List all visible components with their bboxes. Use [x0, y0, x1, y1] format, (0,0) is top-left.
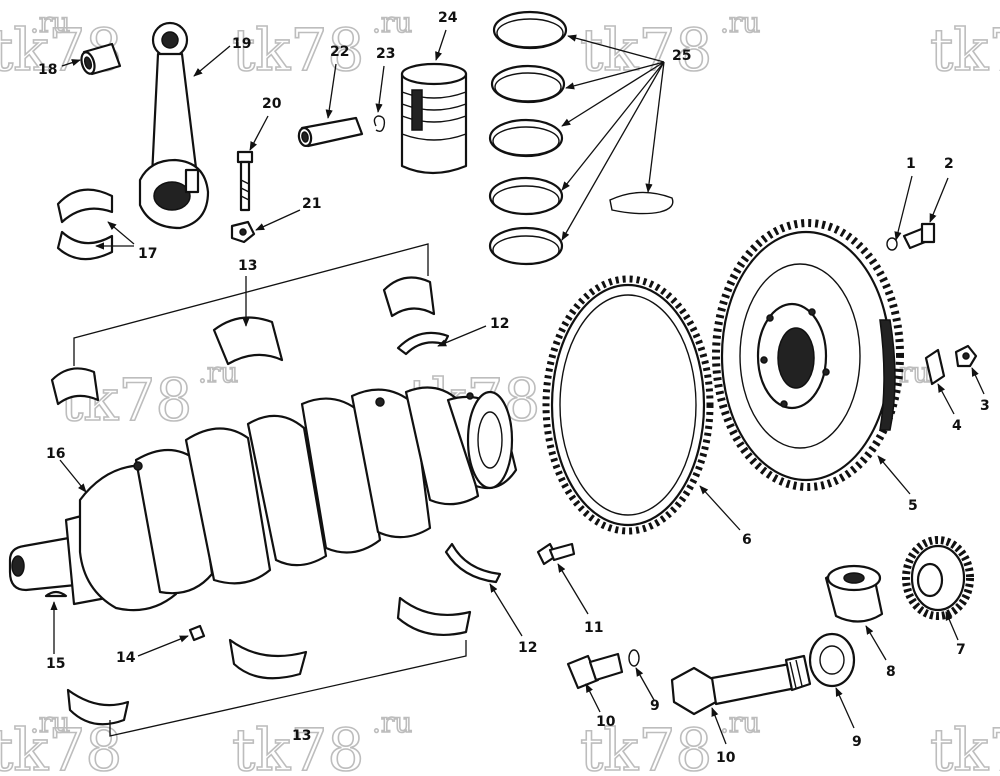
piston-pin-22: [297, 116, 364, 148]
callout-4: 4: [952, 418, 962, 434]
callout-labels: 1 2 3 4 5 6 7 8 9 9 10 10 11 12 12 13 13…: [38, 10, 990, 766]
rod-nut-21: [230, 220, 256, 244]
callout-22: 22: [330, 44, 349, 60]
watermark-text: tk78: [232, 716, 364, 776]
washer-9: [808, 632, 856, 688]
bolt-11: [536, 542, 576, 566]
callout-9: 9: [852, 734, 862, 750]
rod-bearing-17: [56, 188, 114, 261]
callout-23: 23: [376, 46, 395, 62]
callout-16: 16: [46, 446, 65, 462]
thrust-washer-12: [444, 542, 502, 584]
callout-7: 7: [956, 642, 966, 658]
bearing-group-lines: [73, 243, 467, 737]
crankshaft-gear-7: [902, 536, 974, 620]
callout-15: 15: [46, 656, 65, 672]
callout-5: 5: [908, 498, 918, 514]
callout-17: 17: [138, 246, 157, 262]
callout-24: 24: [438, 10, 458, 26]
washer-1: [886, 237, 898, 251]
watermark-suffix: .ru: [372, 6, 412, 39]
snap-ring-23: [373, 115, 386, 133]
nut-3: [954, 344, 978, 368]
bushing-18: [80, 42, 122, 76]
watermark-suffix: .ru: [372, 706, 412, 739]
flywheel-bolt-2: [902, 222, 936, 250]
callout-10: 10: [596, 714, 616, 730]
callout-13: 13: [238, 258, 257, 274]
connecting-rod-19: [138, 21, 210, 230]
crank-pulley-bolt-10: [670, 654, 812, 716]
callout-21: 21: [302, 196, 321, 212]
callout-11: 11: [584, 620, 603, 636]
watermark-suffix: .ru: [30, 706, 70, 739]
thrust-washer-12: [396, 331, 450, 356]
main-bearing-lower-13: [66, 596, 472, 726]
callout-9: 9: [650, 698, 660, 714]
callout-10: 10: [716, 750, 736, 766]
watermark-text: tk78: [930, 16, 1000, 84]
callout-20: 20: [262, 96, 282, 112]
ring-gear-6: [542, 275, 714, 535]
callout-3: 3: [980, 398, 990, 414]
crankshaft-16: [8, 386, 518, 612]
watermark-text: tk78: [580, 716, 712, 776]
bolt-10-small: [566, 652, 624, 690]
rod-bolt-20: [236, 150, 254, 212]
callout-8: 8: [886, 664, 896, 680]
pulley-hub-8: [824, 564, 884, 623]
callout-12: 12: [518, 640, 537, 656]
callout-25: 25: [672, 48, 691, 64]
callout-19: 19: [232, 36, 251, 52]
callout-1: 1: [906, 156, 916, 172]
dowel-pin-14: [188, 624, 206, 642]
callout-6: 6: [742, 532, 752, 548]
watermark-suffix: .ru: [720, 6, 760, 39]
piston-24: [400, 62, 468, 175]
watermark-suffix: .ru: [720, 706, 760, 739]
main-bearing-upper-13: [50, 276, 436, 406]
watermark-suffix: .ru: [30, 6, 70, 39]
callout-18: 18: [38, 62, 57, 78]
flywheel-5: [712, 219, 904, 491]
callout-12: 12: [490, 316, 509, 332]
woodruff-key-15: [44, 590, 68, 598]
callout-2: 2: [944, 156, 954, 172]
lock-plate-4: [924, 348, 946, 386]
callout-14: 14: [116, 650, 136, 666]
lock-washer-9: [628, 649, 640, 667]
leader-lines: [50, 29, 985, 745]
callout-13: 13: [292, 728, 311, 744]
watermark-text: tk78: [930, 716, 1000, 776]
piston-rings-25: [488, 10, 674, 266]
watermark-text: tk78: [232, 16, 364, 84]
